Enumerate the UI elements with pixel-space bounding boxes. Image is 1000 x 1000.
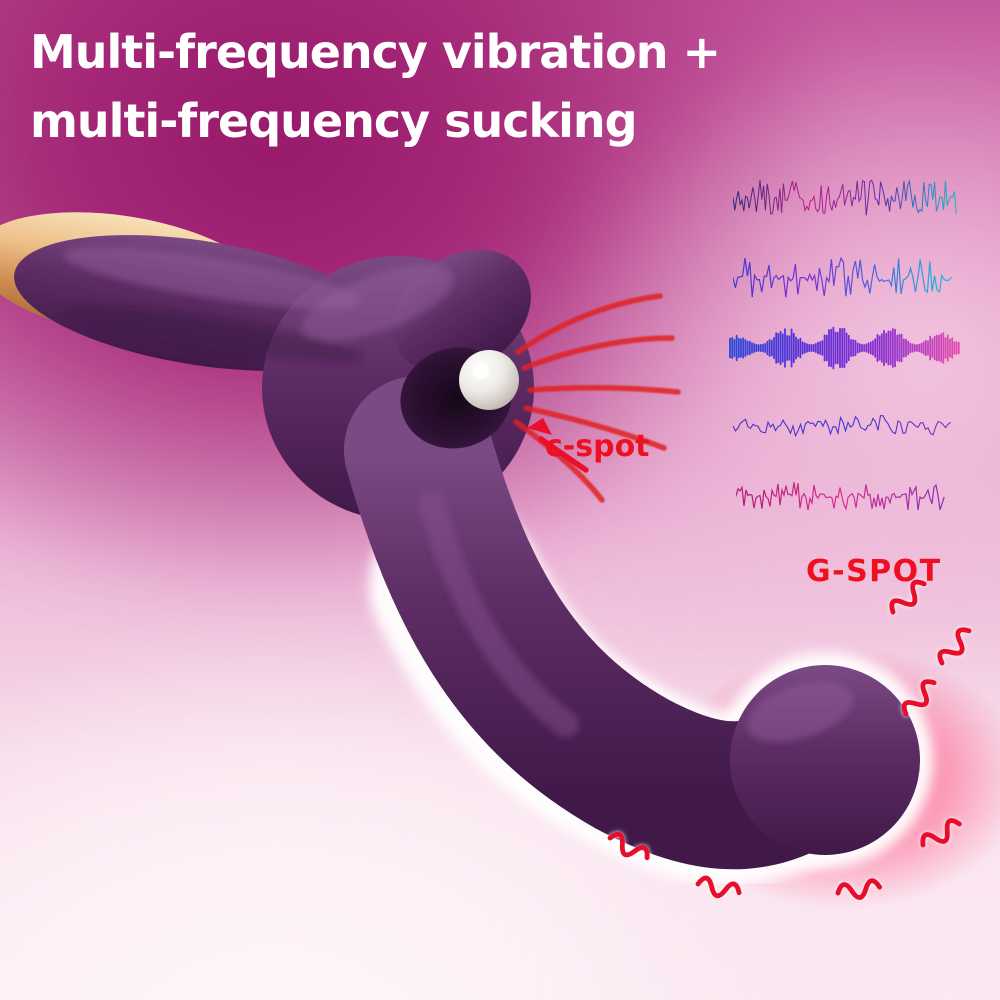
c-spot-label: c-spot xyxy=(545,429,650,464)
headline: Multi-frequency vibration + multi-freque… xyxy=(30,18,721,156)
waveform-pattern-5 xyxy=(736,482,945,511)
suction-airflow-lines xyxy=(513,293,681,503)
g-spot-label: G-SPOT xyxy=(806,554,942,589)
headline-line2: multi-frequency sucking xyxy=(30,94,638,148)
pearl-ball xyxy=(459,350,519,410)
headline-line1: Multi-frequency vibration + xyxy=(30,25,721,79)
pearl-highlight xyxy=(473,363,489,379)
waveform-pattern-2 xyxy=(733,256,952,298)
waveform-pattern-4 xyxy=(733,415,951,438)
waveform-pattern-1 xyxy=(733,179,957,216)
waveform-pattern-3 xyxy=(729,326,960,370)
